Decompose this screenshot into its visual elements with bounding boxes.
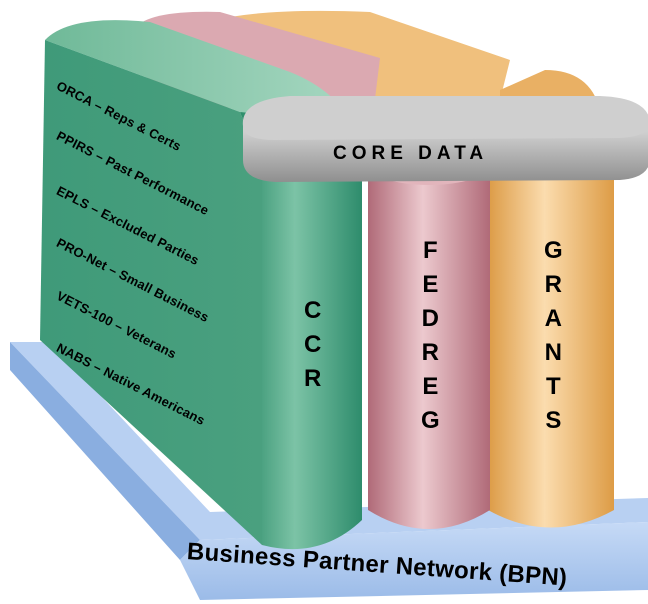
bpn-platform-top [10, 342, 648, 540]
bpn-platform-left [10, 342, 200, 560]
core-data-cap [242, 96, 648, 182]
ccr-side [40, 40, 262, 545]
ccr-front [240, 112, 362, 550]
